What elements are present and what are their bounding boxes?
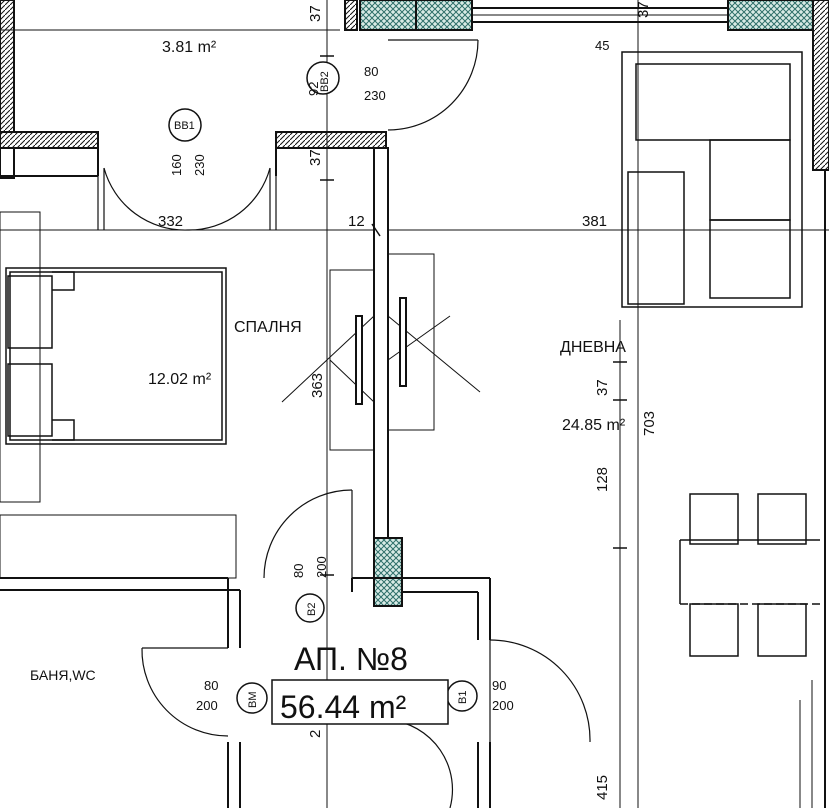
sofa xyxy=(621,51,803,308)
apartment-title: АП. №8 xyxy=(294,641,408,677)
door-b2-height: 200 xyxy=(314,556,329,578)
door-bb1-width: 160 xyxy=(169,154,184,176)
door-b2-width: 80 xyxy=(291,564,306,578)
dim-363: 363 xyxy=(309,373,326,398)
door-tag-bm xyxy=(236,682,268,714)
dim-128: 128 xyxy=(594,467,611,492)
dim-703: 703 xyxy=(641,411,658,436)
dim-ticks xyxy=(320,55,627,576)
dining-set xyxy=(679,493,820,657)
door-b1-tag: B1 xyxy=(457,691,469,704)
dim-37-top: 37 xyxy=(307,5,324,22)
top-exterior-walls xyxy=(359,0,829,171)
bed xyxy=(5,267,227,445)
door-tags xyxy=(168,61,478,714)
dim-332: 332 xyxy=(158,213,183,230)
door-bb1-height: 230 xyxy=(192,154,207,176)
terrace-area: 3.81 m² xyxy=(162,39,217,56)
door-bb2-side: 92 xyxy=(306,82,321,96)
bedroom-wall-furniture xyxy=(0,211,481,579)
dim-381: 381 xyxy=(582,213,607,230)
dim-45: 45 xyxy=(595,38,609,53)
door-tag-bb1 xyxy=(168,108,202,142)
door-tag-bb2 xyxy=(306,61,340,95)
dim-37-top-right: 37 xyxy=(635,1,652,18)
dim-37-mid: 37 xyxy=(307,149,324,166)
dim-37-living: 37 xyxy=(594,379,611,396)
total-area: 56.44 m² xyxy=(280,689,407,725)
dim-415: 415 xyxy=(594,775,611,800)
bedroom-name: СПАЛНЯ xyxy=(234,319,302,336)
bedroom-area: 12.02 m² xyxy=(148,371,212,388)
door-bb2-width: 80 xyxy=(364,64,378,79)
dim-12: 12 xyxy=(348,213,365,230)
door-bb2-tag: BB2 xyxy=(319,71,331,92)
door-bb1-tag: BB1 xyxy=(174,120,195,132)
living-area: 24.85 m² xyxy=(562,417,626,434)
door-b2-tag: B2 xyxy=(306,603,318,616)
door-tag-b2 xyxy=(295,593,325,623)
dim-2: 2 xyxy=(307,730,324,738)
door-bm-height: 200 xyxy=(196,698,218,713)
coffee-table xyxy=(627,171,685,305)
door-swings xyxy=(97,39,591,808)
total-area-frame xyxy=(271,679,449,725)
living-name: ДНЕВНА xyxy=(560,339,626,356)
door-b1-width: 90 xyxy=(492,678,506,693)
door-bm-tag: BM xyxy=(247,692,259,709)
bath-name: БАНЯ,WC xyxy=(30,667,96,683)
kitchen-counter xyxy=(799,680,813,808)
door-b1-height: 200 xyxy=(492,698,514,713)
door-bm-width: 80 xyxy=(204,678,218,693)
door-bb2-height: 230 xyxy=(364,88,386,103)
